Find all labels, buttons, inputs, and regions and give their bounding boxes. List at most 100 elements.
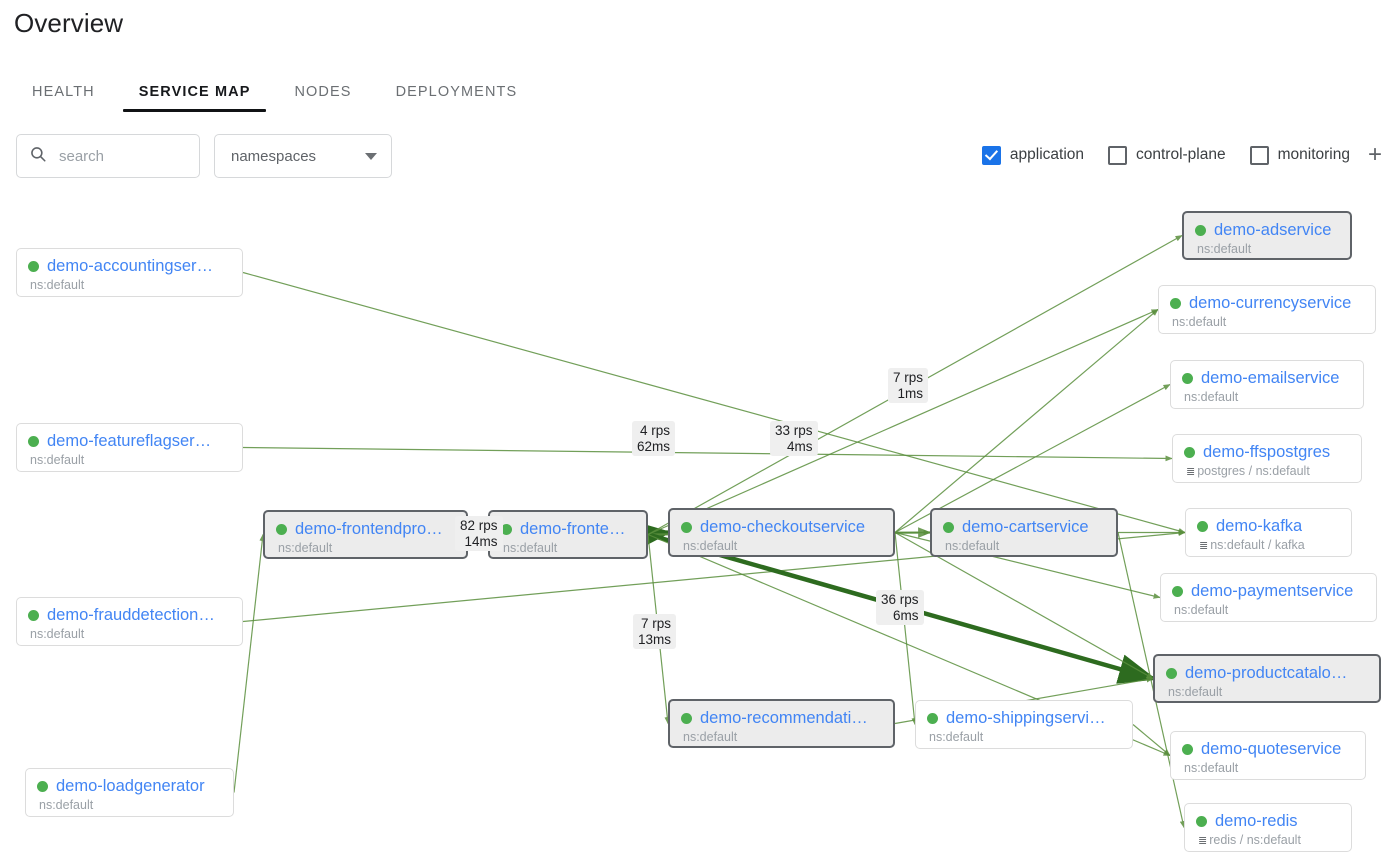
status-dot-ok [1184, 447, 1195, 458]
service-node-name: demo-productcatalo… [1185, 664, 1348, 682]
service-node-namespace: ≣ns:default / kafka [1197, 538, 1339, 552]
edge-frontend-to-currencyservice [647, 308, 1159, 536]
filter-monitoring[interactable]: monitoring [1249, 145, 1350, 165]
status-dot-ok [1172, 586, 1183, 597]
checkbox-control-plane[interactable] [1108, 145, 1127, 165]
filter-group: application control-plane monitoring + [981, 141, 1382, 168]
service-node-name: demo-quoteservice [1201, 740, 1342, 758]
edge-accountingservice-to-kafka [242, 271, 1186, 534]
service-node-name: demo-ffspostgres [1203, 443, 1331, 461]
service-node-accountingservice[interactable]: demo-accountingser… ns:default [16, 248, 243, 297]
status-dot-ok [1195, 225, 1206, 236]
service-node-namespace: ns:default [927, 730, 1120, 744]
service-node-namespace-text: ns:default [683, 730, 738, 744]
service-node-namespace: ns:default [501, 541, 634, 555]
service-node-name: demo-featureflagser… [47, 432, 212, 450]
service-node-name: demo-checkoutservice [700, 518, 866, 536]
service-node-namespace-text: ns:default [503, 541, 558, 555]
tab-health[interactable]: HEALTH [14, 84, 117, 112]
service-node-namespace-text: ns:default / kafka [1210, 538, 1305, 552]
service-node-namespace: ns:default [1170, 315, 1363, 329]
status-dot-ok [1182, 373, 1193, 384]
service-node-namespace: ns:default [1195, 242, 1338, 256]
service-node-name: demo-frontendpro… [295, 520, 443, 538]
status-dot-ok [28, 261, 39, 272]
search-input[interactable] [57, 146, 260, 166]
service-node-namespace-text: ns:default [1184, 761, 1239, 775]
status-dot-ok [1166, 668, 1177, 679]
search-box[interactable] [16, 134, 260, 178]
checkbox-application[interactable] [981, 145, 1001, 165]
service-node-ffspostgres[interactable]: demo-ffspostgres ≣postgres / ns:default [1172, 434, 1362, 483]
status-dot-ok [28, 436, 39, 447]
service-node-namespace-text: ns:default [39, 798, 94, 812]
filter-application[interactable]: application [981, 145, 1084, 165]
service-node-namespace: ns:default [1182, 390, 1351, 404]
service-node-namespace-text: ns:default [1172, 315, 1227, 329]
filter-monitoring-label: monitoring [1277, 146, 1350, 163]
service-node-frontend[interactable]: demo-fronte…ns:default [488, 510, 648, 559]
service-node-namespace-text: ns:default [929, 730, 984, 744]
service-node-namespace-text: ns:default [1197, 242, 1252, 256]
service-node-quoteservice[interactable]: demo-quoteservice ns:default [1170, 731, 1366, 780]
edge-featureflagservice-to-ffspostgres [242, 446, 1173, 462]
service-node-name: demo-paymentservice [1191, 582, 1354, 600]
service-node-namespace: ≣postgres / ns:default [1184, 464, 1349, 478]
service-node-namespace-text: ns:default [945, 539, 1000, 553]
service-node-namespace-text: ns:default [30, 627, 85, 641]
tab-nodes[interactable]: NODES [272, 84, 373, 112]
service-node-featureflagservice[interactable]: demo-featureflagser… ns:default [16, 423, 243, 472]
service-node-redis[interactable]: demo-redis ≣redis / ns:default [1184, 803, 1352, 852]
chevron-down-icon [365, 152, 377, 160]
service-node-namespace-text: ns:default [1168, 685, 1223, 699]
tab-deployments[interactable]: DEPLOYMENTS [374, 84, 540, 112]
add-filter-button[interactable]: + [1367, 141, 1382, 168]
tab-bar: HEALTH SERVICE MAP NODES DEPLOYMENTS [14, 72, 539, 112]
service-node-namespace-text: ns:default [278, 541, 333, 555]
service-node-namespace-text: ns:default [30, 278, 85, 292]
service-node-name: demo-redis [1215, 812, 1298, 830]
namespaces-select[interactable]: namespaces [214, 134, 392, 178]
status-dot-ok [1197, 521, 1208, 532]
service-node-shippingservice[interactable]: demo-shippingservi… ns:default [915, 700, 1133, 749]
service-node-kafka[interactable]: demo-kafka≣ns:default / kafka [1185, 508, 1352, 557]
service-node-namespace: ns:default [1166, 685, 1367, 699]
service-node-frontendproxy[interactable]: demo-frontendpro… ns:default [263, 510, 468, 559]
filter-control-plane-label: control-plane [1136, 146, 1226, 163]
service-node-name: demo-shippingservi… [946, 709, 1106, 727]
database-icon: ≣ [1198, 834, 1208, 847]
tab-service-map[interactable]: SERVICE MAP [117, 84, 273, 112]
service-node-recommendation[interactable]: demo-recommendati…ns:default [668, 699, 895, 748]
edge-frontend-to-recommendation [647, 534, 671, 725]
service-node-namespace: ns:default [28, 278, 230, 292]
filter-control-plane[interactable]: control-plane [1108, 145, 1226, 165]
status-dot-ok [927, 713, 938, 724]
service-node-namespace: ns:default [28, 627, 230, 641]
service-node-namespace: ns:default [1182, 761, 1353, 775]
service-node-frauddetection[interactable]: demo-frauddetection…ns:default [16, 597, 243, 646]
service-node-namespace: ns:default [37, 798, 221, 812]
status-dot-ok [28, 610, 39, 621]
status-dot-ok [276, 524, 287, 535]
service-node-productcatalog[interactable]: demo-productcatalo… ns:default [1153, 654, 1381, 703]
filter-application-label: application [1009, 146, 1084, 163]
database-icon: ≣ [1186, 465, 1196, 478]
service-node-cartservice[interactable]: demo-cartservice ns:default [930, 508, 1118, 557]
service-node-namespace-text: ns:default [30, 453, 85, 467]
status-dot-ok [1182, 744, 1193, 755]
service-node-name: demo-cartservice [962, 518, 1089, 536]
status-dot-ok [37, 781, 48, 792]
page-title: Overview [14, 8, 124, 38]
status-dot-ok [501, 524, 512, 535]
status-dot-ok [943, 522, 954, 533]
checkbox-monitoring[interactable] [1249, 145, 1269, 165]
service-node-namespace: ≣redis / ns:default [1196, 833, 1339, 847]
service-node-name: demo-accountingser… [47, 257, 213, 275]
